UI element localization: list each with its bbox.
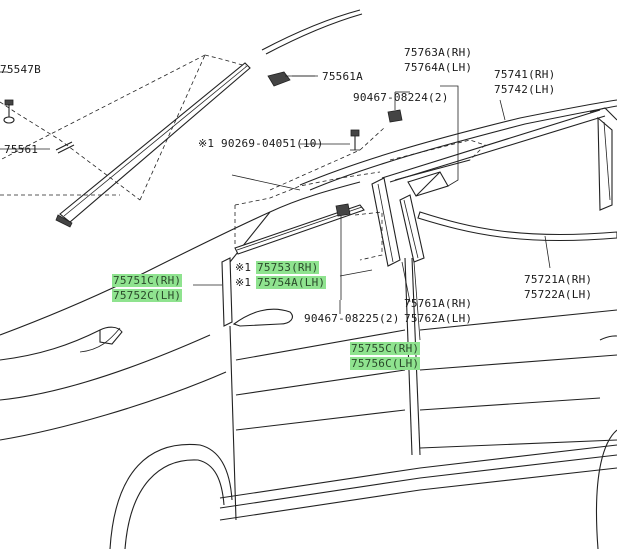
- callout-75762a: 75762A(LH): [404, 312, 473, 325]
- callout-75754a-note: ※1: [235, 276, 252, 289]
- rail-part-75561: [55, 62, 251, 228]
- callout-75561a: 75561A: [322, 70, 363, 83]
- callout-75753-note: ※1: [235, 261, 252, 274]
- clip-75561a: [267, 71, 315, 87]
- callout-90467-08225: 90467-08225(2): [304, 312, 400, 325]
- callout-75722a: 75722A(LH): [524, 288, 593, 301]
- callout-75547b: 75547B: [0, 63, 41, 76]
- callout-75561: 75561: [4, 143, 39, 156]
- pillar-75751c: [221, 257, 233, 327]
- roof-molding-strip: [261, 9, 361, 51]
- callout-75764a: 75764A(LH): [404, 61, 473, 74]
- pillar-garnish-75755c: [399, 194, 425, 263]
- callout-75755c: 75755C(RH): [350, 342, 421, 355]
- clip-75547b: [3, 99, 15, 124]
- callout-75752c: 75752C(LH): [112, 289, 183, 302]
- pin-75561: [55, 141, 73, 151]
- pillar-garnish-75761a: [371, 177, 401, 267]
- callout-75761a: 75761A(RH): [404, 297, 473, 310]
- callout-75753: 75753(RH): [256, 261, 320, 274]
- callout-75754a: 75754A(LH): [256, 276, 327, 289]
- callout-90269: ※1 90269-04051(10): [198, 137, 324, 150]
- callout-75721a: 75721A(RH): [524, 273, 593, 286]
- belt-molding-75721a: [417, 211, 617, 242]
- callout-75763a: 75763A(RH): [404, 46, 473, 59]
- callout-75751c: 75751C(RH): [112, 274, 183, 287]
- callout-75742: 75742(LH): [494, 83, 556, 96]
- callout-75756c: 75756C(LH): [350, 357, 421, 370]
- frame-75763a: [407, 171, 449, 197]
- clip-90467-08224: [387, 92, 403, 123]
- callout-90467-08224: 90467-08224(2): [353, 91, 449, 104]
- clip-90467-08225: [335, 203, 351, 300]
- side-mirror: [232, 308, 293, 327]
- callout-75741: 75741(RH): [494, 68, 556, 81]
- bolt-90269: [350, 129, 360, 151]
